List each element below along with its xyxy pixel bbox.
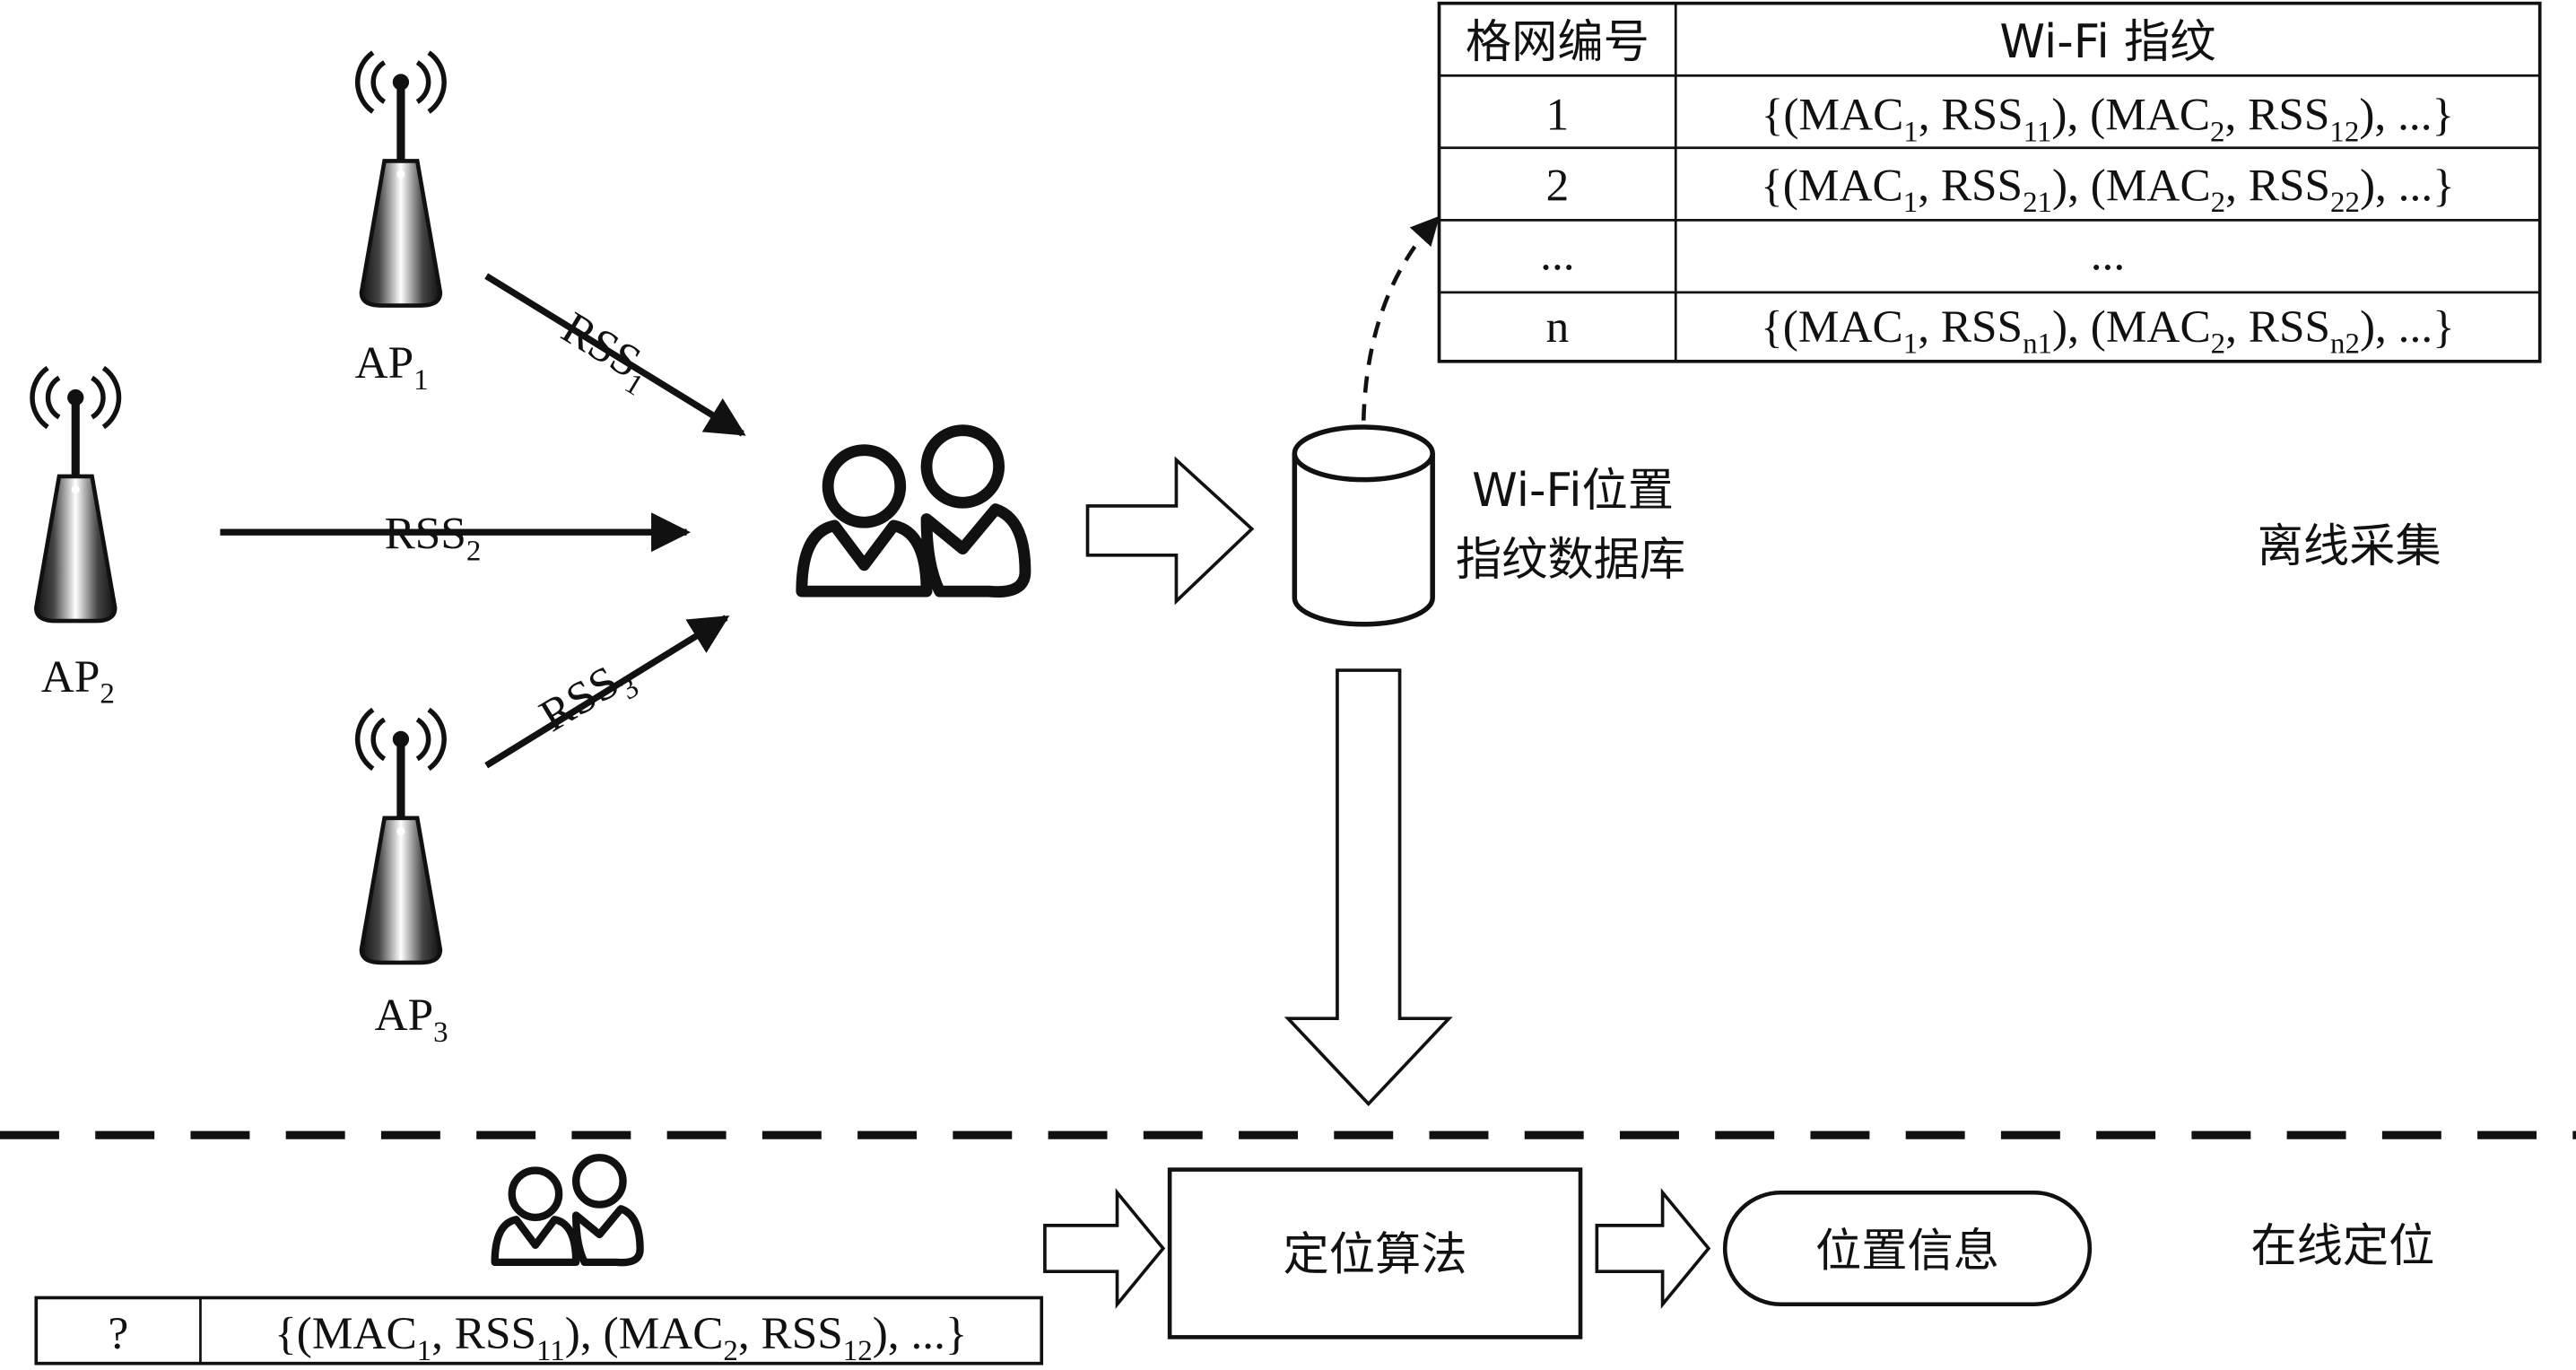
online-stage-label: 在线定位: [2250, 1219, 2434, 1273]
block-arrow-to-location: [1595, 1188, 1711, 1309]
block-arrow-down: [1284, 668, 1453, 1107]
block-arrow-to-algorithm: [1043, 1188, 1166, 1309]
dashed-arrow-to-table: [1361, 215, 1440, 421]
algorithm-label: 定位算法: [1284, 1227, 1467, 1281]
table-row-fingerprint: {(MAC1, RSS11), (MAC2, RSS12), ...}: [1762, 90, 2454, 149]
database-label-line2: 指纹数据库: [1456, 533, 1685, 587]
ap1-label: AP1: [355, 337, 429, 397]
table-row-fingerprint: {(MAC1, RSS21), (MAC2, RSS22), ...}: [1761, 160, 2455, 219]
algorithm-box: [1167, 1167, 1583, 1339]
offline-stage-label: 离线采集: [2258, 519, 2441, 573]
table-row-id: 2: [1546, 160, 1570, 211]
rss1-label: RSS1: [549, 302, 662, 403]
location-info-label: 位置信息: [1815, 1225, 1999, 1278]
query-id: ?: [108, 1308, 128, 1359]
table-header-grid-id: 格网编号: [1466, 15, 1649, 69]
ap2-label: AP2: [41, 651, 115, 711]
rss1-arrow: [484, 273, 746, 437]
table-header-fingerprint: Wi-Fi 指纹: [1999, 15, 2215, 69]
location-info-pill: [1722, 1190, 2093, 1307]
table-row-id: n: [1546, 301, 1570, 353]
rss3-label: RSS3: [531, 649, 644, 749]
table-row-fingerprint: ...: [2091, 229, 2125, 280]
query-fingerprint: {(MAC1, RSS11), (MAC2, RSS12), ...}: [274, 1308, 967, 1367]
table-row-fingerprint: {(MAC1, RSSn1), (MAC2, RSSn2), ...}: [1761, 301, 2455, 361]
database-icon: [1292, 424, 1435, 627]
block-arrow-to-database: [1085, 456, 1255, 606]
access-point-icon: [358, 53, 445, 306]
fingerprint-table: 格网编号 Wi-Fi 指纹 1 2 ... n {(MAC1, RSS11), …: [1437, 1, 2542, 363]
database-label-line1: Wi-Fi位置: [1472, 464, 1674, 518]
table-row-id: ...: [1540, 229, 1574, 280]
rss2-label: RSS2: [385, 509, 482, 568]
users-icon: [495, 1157, 640, 1262]
query-fingerprint-row: ? {(MAC1, RSS11), (MAC2, RSS12), ...}: [34, 1296, 1044, 1367]
access-point-icon: [32, 368, 119, 621]
access-point-icon: [358, 710, 445, 963]
ap3-label: AP3: [375, 990, 448, 1049]
users-icon: [802, 431, 1025, 592]
table-row-id: 1: [1546, 90, 1570, 141]
rss3-arrow: [484, 615, 730, 769]
